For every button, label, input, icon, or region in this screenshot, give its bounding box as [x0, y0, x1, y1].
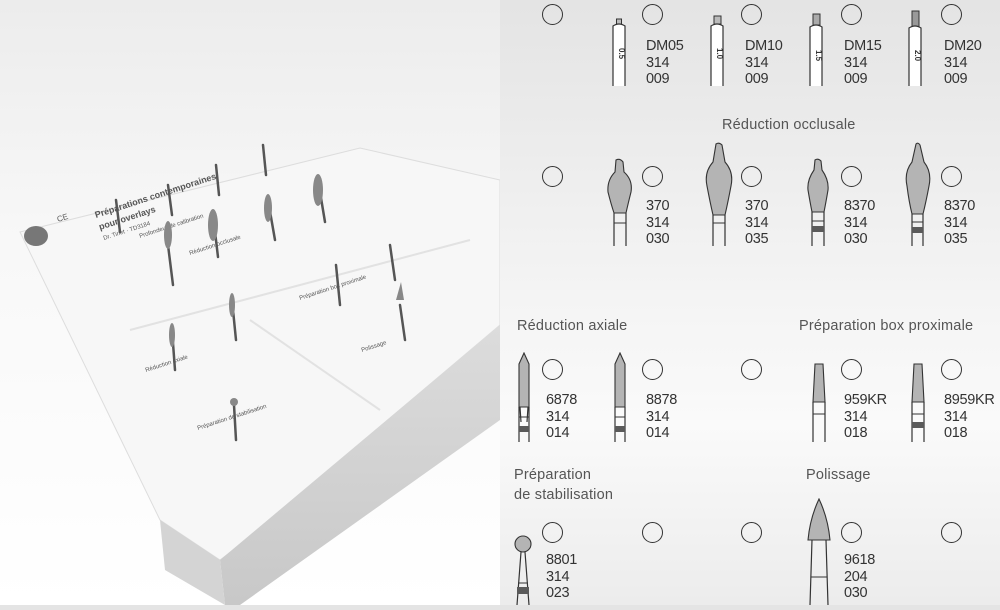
- section-title-axial: Réduction axiale: [517, 318, 628, 334]
- section-title-occlusal: Réduction occlusale: [722, 117, 856, 133]
- depth-marker-bur-icon: 2.0: [908, 10, 922, 86]
- svg-text:2.0: 2.0: [913, 50, 922, 62]
- slot-circle: [841, 359, 862, 380]
- tapered-bur-icon: [911, 363, 925, 442]
- football-bur-icon: [905, 142, 931, 246]
- slot-circle: [642, 166, 663, 187]
- slot-circle: [941, 166, 962, 187]
- slot-circle: [542, 522, 563, 543]
- empty-slot: [941, 522, 962, 543]
- football-bur-icon: [807, 158, 829, 246]
- empty-slot: [542, 166, 563, 187]
- football-bur-icon: [607, 158, 632, 246]
- slot-circle: [841, 166, 862, 187]
- depth-marker-bur-icon: 1.0: [710, 15, 724, 86]
- chamfer-bur-icon: [518, 352, 530, 442]
- empty-slot: [741, 359, 762, 380]
- slot-circle: [841, 4, 862, 25]
- slot-circle: [642, 359, 663, 380]
- slot-circle: [642, 4, 663, 25]
- empty-slot: [542, 4, 563, 25]
- section-title-box: Préparation box proximale: [799, 318, 974, 334]
- photo-bur-heads: [164, 174, 404, 406]
- tapered-bur-icon: [812, 363, 826, 442]
- svg-text:0.5: 0.5: [617, 48, 626, 60]
- slot-circle: [741, 4, 762, 25]
- empty-slot: [741, 522, 762, 543]
- chamfer-bur-icon: [614, 352, 626, 442]
- svg-text:CE: CE: [56, 212, 69, 224]
- depth-marker-bur-icon: 1.5: [809, 13, 823, 86]
- brand-logo: [24, 226, 48, 246]
- slot-circle: [941, 4, 962, 25]
- flame-polisher-icon: [807, 498, 831, 605]
- product-photo: CE Préparations contemporaines pour over…: [0, 0, 501, 605]
- round-bur-icon: [514, 535, 532, 605]
- slot-circle: [841, 522, 862, 543]
- bur-kit-illustration: CE Préparations contemporaines pour over…: [19, 143, 501, 605]
- slot-circle: [741, 166, 762, 187]
- svg-text:1.0: 1.0: [715, 48, 724, 60]
- depth-marker-bur-icon: 0.5: [612, 18, 626, 86]
- empty-slot: [642, 522, 663, 543]
- slot-circle: [542, 359, 563, 380]
- section-title-polish: Polissage: [806, 467, 871, 483]
- svg-text:1.5: 1.5: [814, 50, 823, 62]
- football-bur-icon: [705, 142, 733, 246]
- slot-circle: [941, 359, 962, 380]
